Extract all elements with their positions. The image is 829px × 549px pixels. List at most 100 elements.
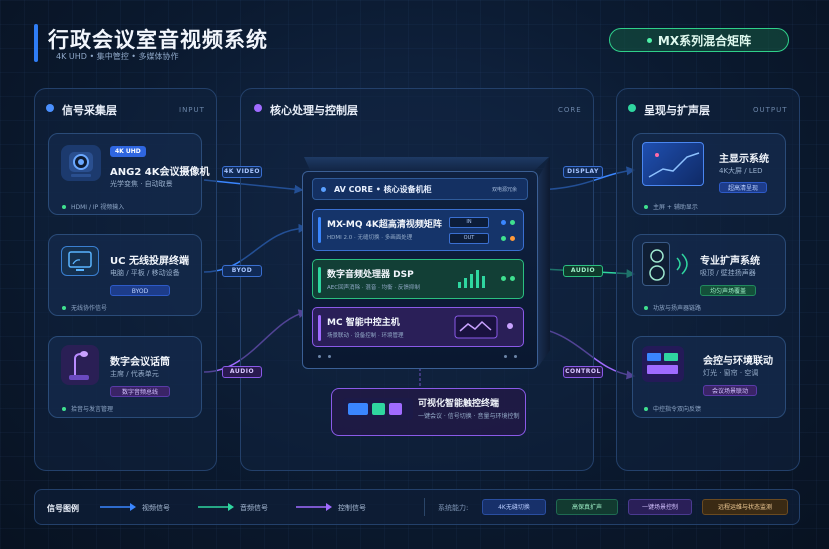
wireless-title: UC 无线投屏终端 <box>110 256 189 267</box>
mic-sub: 主席 / 代表单元 <box>110 370 159 378</box>
camera-foot: HDMI / IP 视频输入 <box>62 202 124 211</box>
output-layer-dot-icon <box>628 104 636 112</box>
control-host-module[interactable]: MC 智能中控主机 场景联动 · 设备控制 · 环境管理 <box>312 307 524 347</box>
cabinet-title: AV CORE • 核心设备机柜 <box>334 184 432 194</box>
flow-label-audio-in: AUDIO <box>222 366 262 378</box>
dsp-sub: AEC回声消除 · 混音 · 均衡 · 反馈抑制 <box>327 285 420 291</box>
core-layer-title: 核心处理与控制层 <box>270 104 358 117</box>
matrix-out-port: OUT <box>449 233 489 244</box>
flow-label-4k-video: 4K VIDEO <box>222 166 262 178</box>
input-layer-title: 信号采集层 <box>62 104 117 117</box>
flow-label-audio-out: AUDIO <box>563 265 603 277</box>
status-dot-icon <box>644 204 648 209</box>
environment-foot: 中控指令双向反馈 <box>644 404 701 413</box>
speaker-chip: 均匀声场覆盖 <box>700 285 756 296</box>
audio-level-meter-icon <box>458 270 485 288</box>
status-dot-icon <box>644 406 648 411</box>
mc-sub: 场景联动 · 设备控制 · 环境管理 <box>327 333 404 339</box>
status-dot-icon <box>646 37 652 43</box>
core-layer-tag: CORE <box>558 106 582 114</box>
wireless-chip: BYOD <box>110 285 170 296</box>
module-accent-bar <box>318 315 321 341</box>
matrix-title: MX-MQ 4K超高清视频矩阵 <box>327 220 442 230</box>
indicator-led-icon <box>510 220 515 225</box>
flow-label-byod: BYOD <box>222 265 262 277</box>
speaker-title: 专业扩声系统 <box>700 256 760 267</box>
touch-panel-icon <box>343 398 413 420</box>
legend-audio-arrow-icon <box>198 503 234 511</box>
cabinet-top <box>304 157 549 173</box>
speaker-foot-text: 功放与扬声器链路 <box>653 305 702 312</box>
cabinet-screw-icon <box>514 355 517 358</box>
control-panel-icon <box>642 346 684 382</box>
capability-chip: 一键场景控制 <box>628 499 692 515</box>
cabinet-redundancy: 双电源冗余 <box>491 186 517 193</box>
input-layer-tag: INPUT <box>179 106 205 114</box>
cabinet-screw-icon <box>328 355 331 358</box>
touch-sub: 一键会议 · 信号切换 · 音量与环境控制 <box>418 413 520 420</box>
legend-divider <box>424 498 425 516</box>
flow-label-display: DISPLAY <box>563 166 603 178</box>
capability-chip: 高保真扩声 <box>556 499 618 515</box>
cabinet-screw-icon <box>318 355 321 358</box>
microphone-icon <box>61 345 99 385</box>
mic-chip: 数字音频总线 <box>110 386 170 397</box>
flow-label-control: CONTROL <box>563 366 603 378</box>
status-dot-icon <box>62 305 66 310</box>
display-foot: 主屏 + 辅助显示 <box>644 202 698 211</box>
camera-title: ANG2 4K会议摄像机 <box>110 167 210 178</box>
legend-label: 信号图例 <box>47 504 79 513</box>
environment-foot-text: 中控指令双向反馈 <box>653 406 702 413</box>
matrix-sub: HDMI 2.0 · 无缝切换 · 多画面处理 <box>327 235 413 241</box>
wireless-cast-icon <box>61 246 99 276</box>
legend-control-arrow-icon <box>296 503 332 511</box>
camera-icon <box>61 145 101 181</box>
video-matrix-module[interactable]: MX-MQ 4K超高清视频矩阵 HDMI 2.0 · 无缝切换 · 多画面处理 <box>312 209 524 251</box>
waveform-display-icon <box>454 315 498 339</box>
environment-chip: 会议场景联动 <box>703 385 757 396</box>
indicator-led-icon <box>501 220 506 225</box>
series-label: MX系列混合矩阵 <box>657 33 752 48</box>
display-title: 主显示系统 <box>719 154 769 165</box>
output-layer-title: 呈现与扩声层 <box>644 104 710 117</box>
indicator-led-icon <box>510 236 515 241</box>
mic-title: 数字会议话筒 <box>110 357 170 368</box>
speaker-foot: 功放与扬声器链路 <box>644 303 701 312</box>
wireless-sub: 电脑 / 平板 / 移动设备 <box>110 269 180 277</box>
core-layer-dot-icon <box>254 104 262 112</box>
page-subtitle: 4K UHD • 集中管控 • 多媒体协作 <box>56 52 179 61</box>
dsp-title: 数字音频处理器 DSP <box>327 270 414 280</box>
display-sub: 4K大屏 / LED <box>719 167 763 175</box>
legend-control: 控制信号 <box>338 504 366 512</box>
status-dot-icon <box>62 406 66 411</box>
dsp-module[interactable]: 数字音频处理器 DSP AEC回声消除 · 混音 · 均衡 · 反馈抑制 <box>312 259 524 299</box>
display-chip: 超高清呈现 <box>719 182 767 193</box>
display-foot-text: 主屏 + 辅助显示 <box>653 204 698 211</box>
wireless-foot: 无线协作信号 <box>62 303 107 312</box>
indicator-led-icon <box>501 276 506 281</box>
indicator-led-icon <box>507 323 513 329</box>
module-accent-bar <box>318 217 321 243</box>
input-layer-dot-icon <box>46 104 54 112</box>
cabinet-side <box>538 157 550 367</box>
cabinet-header: AV CORE • 核心设备机柜 双电源冗余 <box>312 178 528 200</box>
touch-title: 可视化智能触控终端 <box>418 399 500 409</box>
mic-foot: 拾音与发言管理 <box>62 404 113 413</box>
camera-badge: 4K UHD <box>110 146 146 157</box>
legend-caps-label: 系统能力: <box>438 504 469 512</box>
capability-chip: 远程运维与状态监测 <box>702 499 788 515</box>
output-layer-tag: OUTPUT <box>753 106 788 114</box>
mic-foot-text: 拾音与发言管理 <box>71 406 114 413</box>
indicator-led-icon <box>510 276 515 281</box>
status-dot-icon <box>62 204 66 209</box>
environment-sub: 灯光 · 窗帘 · 空调 <box>703 369 759 377</box>
mc-title: MC 智能中控主机 <box>327 318 400 328</box>
legend-audio: 音频信号 <box>240 504 268 512</box>
legend-video-arrow-icon <box>100 503 136 511</box>
camera-foot-text: HDMI / IP 视频输入 <box>71 204 125 211</box>
status-dot-icon <box>644 305 648 310</box>
cabinet-screw-icon <box>504 355 507 358</box>
module-accent-bar <box>318 267 321 293</box>
display-screen-icon <box>642 142 704 186</box>
title-accent-bar <box>34 24 38 62</box>
